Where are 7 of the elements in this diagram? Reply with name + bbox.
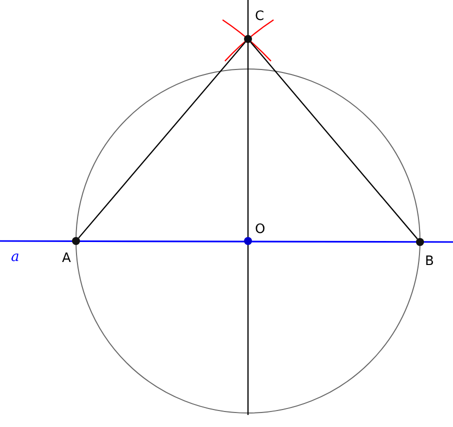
line-label: a [11,249,20,265]
point-label: A [62,251,71,266]
point-label: B [425,254,434,269]
line-segment [250,42,418,240]
line-segment [78,42,246,238]
point-label: O [255,222,266,237]
point-label: C [255,9,264,24]
